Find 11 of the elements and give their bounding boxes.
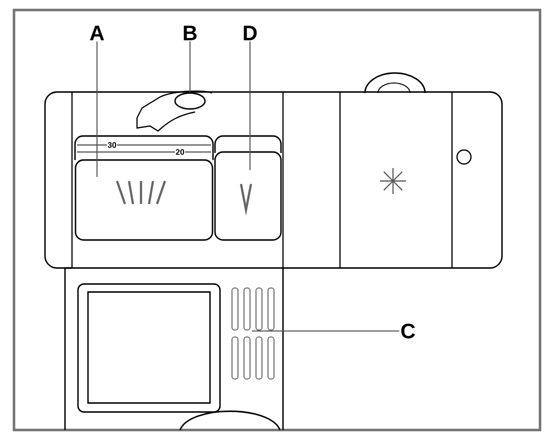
dial-knob (174, 92, 206, 110)
leader-line (252, 330, 400, 332)
leader-line (96, 40, 98, 178)
vent-grille (232, 288, 274, 380)
callout-letter: C (401, 324, 415, 338)
callout-letter: A (90, 26, 104, 40)
callout-letter: B (184, 26, 197, 40)
callout-letter: D (244, 26, 257, 40)
compartment-lid (74, 159, 214, 241)
compartment-lid (214, 151, 282, 241)
scale-number: 30 (107, 142, 117, 148)
